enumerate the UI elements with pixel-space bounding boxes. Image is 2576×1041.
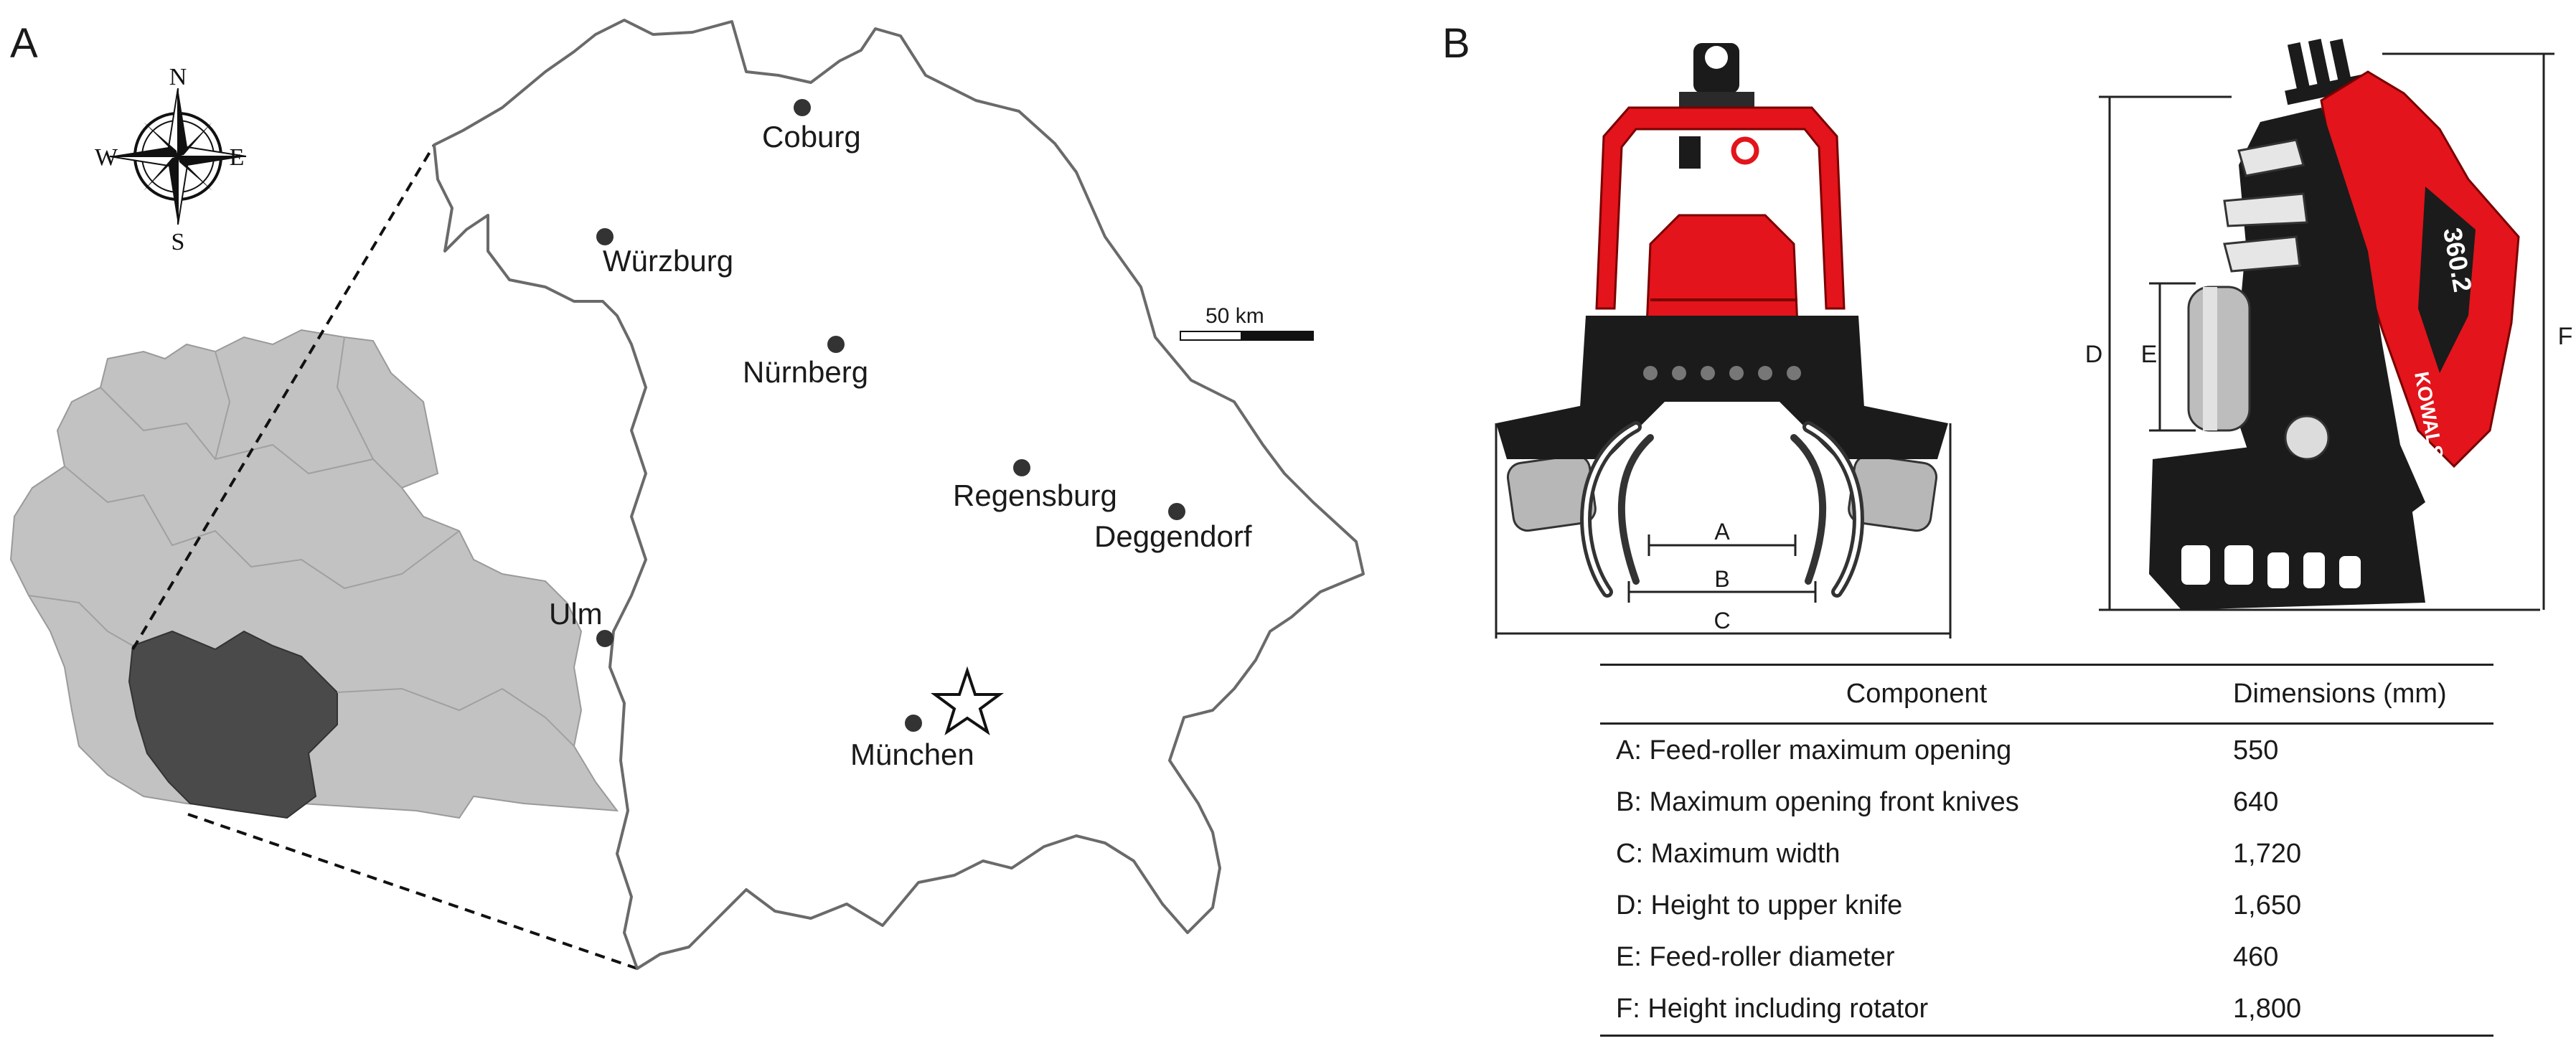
table-row: A: Feed-roller maximum opening 550 xyxy=(1600,724,2493,777)
dimensions-table: Component Dimensions (mm) A: Feed-roller… xyxy=(1600,664,2493,1037)
table-cell-dimension: 1,650 xyxy=(2233,890,2302,920)
compass-rose-icon: N S E W xyxy=(95,64,247,255)
dimension-label-d: D xyxy=(2085,341,2103,368)
compass-west: W xyxy=(95,144,118,171)
table-cell-component: E: Feed-roller diameter xyxy=(1616,941,1895,972)
panel-label-b: B xyxy=(1442,20,1470,67)
table-cell-dimension: 640 xyxy=(2233,786,2279,817)
table-cell-component: A: Feed-roller maximum opening xyxy=(1616,735,2012,766)
table-row: C: Maximum width 1,720 xyxy=(1600,828,2493,880)
panel-label-a: A xyxy=(10,20,38,67)
dimension-label-a: A xyxy=(1714,519,1730,545)
table-cell-dimension: 550 xyxy=(2233,735,2279,766)
city-dot-nurnberg xyxy=(827,336,845,353)
city-label-nurnberg: Nürnberg xyxy=(743,355,868,389)
scale-bar-label: 50 km xyxy=(1205,304,1264,328)
city-dot-coburg xyxy=(794,99,811,116)
harvester-side-view: D E F xyxy=(2085,39,2573,611)
harvester-front-view: A B C xyxy=(1495,43,1952,639)
scale-bar: 50 km xyxy=(1180,304,1314,341)
city-dot-munchen xyxy=(905,715,922,732)
city-dot-wurzburg xyxy=(596,228,614,245)
table-row: B: Maximum opening front knives 640 xyxy=(1600,776,2493,828)
bavaria-region xyxy=(128,630,338,819)
table-cell-component: B: Maximum opening front knives xyxy=(1616,786,2019,817)
table-cell-dimension: 1,720 xyxy=(2233,838,2302,869)
city-label-ulm: Ulm xyxy=(549,597,603,631)
table-cell-component: D: Height to upper knife xyxy=(1616,890,1903,920)
dimension-label-f: F xyxy=(2558,323,2573,350)
zoom-line-bottom xyxy=(187,813,638,970)
city-label-coburg: Coburg xyxy=(762,120,861,154)
study-site-star-icon xyxy=(930,666,1005,735)
city-label-regensburg: Regensburg xyxy=(953,479,1117,512)
zoom-line-top xyxy=(131,143,436,651)
table-row: E: Feed-roller diameter 460 xyxy=(1600,931,2493,983)
table-cell-dimension: 1,800 xyxy=(2233,983,2493,1037)
table-row: F: Height including rotator 1,800 xyxy=(1600,983,2493,1037)
table-header-dimensions: Dimensions (mm) xyxy=(2233,664,2493,725)
city-label-munchen: München xyxy=(850,738,974,771)
dimension-label-b: B xyxy=(1714,566,1729,592)
compass-south: S xyxy=(171,229,185,255)
compass-north: N xyxy=(169,64,187,90)
germany-inset-map xyxy=(9,329,619,819)
compass-east: E xyxy=(230,144,245,171)
city-markers xyxy=(596,99,1185,732)
city-dot-ulm xyxy=(596,630,614,647)
city-dot-regensburg xyxy=(1013,459,1030,476)
table-cell-component: C: Maximum width xyxy=(1616,838,1841,869)
table-cell-component: F: Height including rotator xyxy=(1600,983,2233,1037)
state-borders xyxy=(28,336,575,747)
table-header-component: Component xyxy=(1600,664,2233,725)
dimension-label-c: C xyxy=(1714,608,1730,633)
bavaria-outline-map xyxy=(433,19,1365,970)
city-dot-deggendorf xyxy=(1168,503,1185,520)
city-labels: Coburg Würzburg Nürnberg Regensburg Degg… xyxy=(549,120,1252,771)
table-header-row: Component Dimensions (mm) xyxy=(1600,664,2493,725)
table-row: D: Height to upper knife 1,650 xyxy=(1600,880,2493,931)
table-cell-dimension: 460 xyxy=(2233,941,2279,972)
city-label-deggendorf: Deggendorf xyxy=(1094,519,1252,553)
dimension-label-e: E xyxy=(2141,341,2158,368)
city-label-wurzburg: Würzburg xyxy=(603,244,733,278)
